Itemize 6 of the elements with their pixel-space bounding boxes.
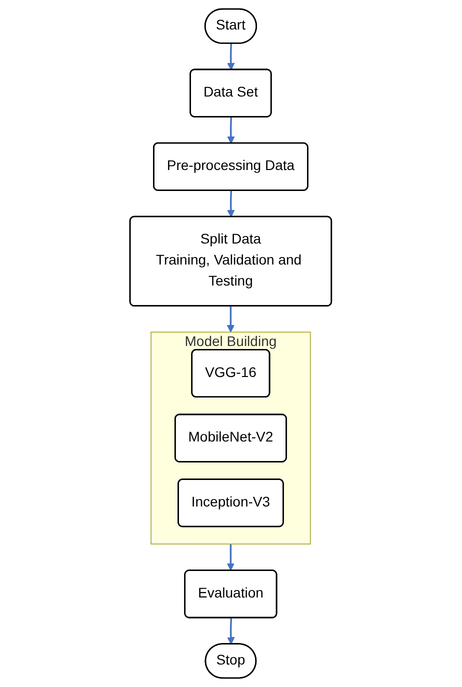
arrow [227, 544, 235, 571]
arrow [227, 190, 236, 218]
arrow [227, 44, 236, 70]
arrow [227, 117, 236, 144]
arrow [227, 618, 236, 645]
arrow [227, 306, 235, 332]
